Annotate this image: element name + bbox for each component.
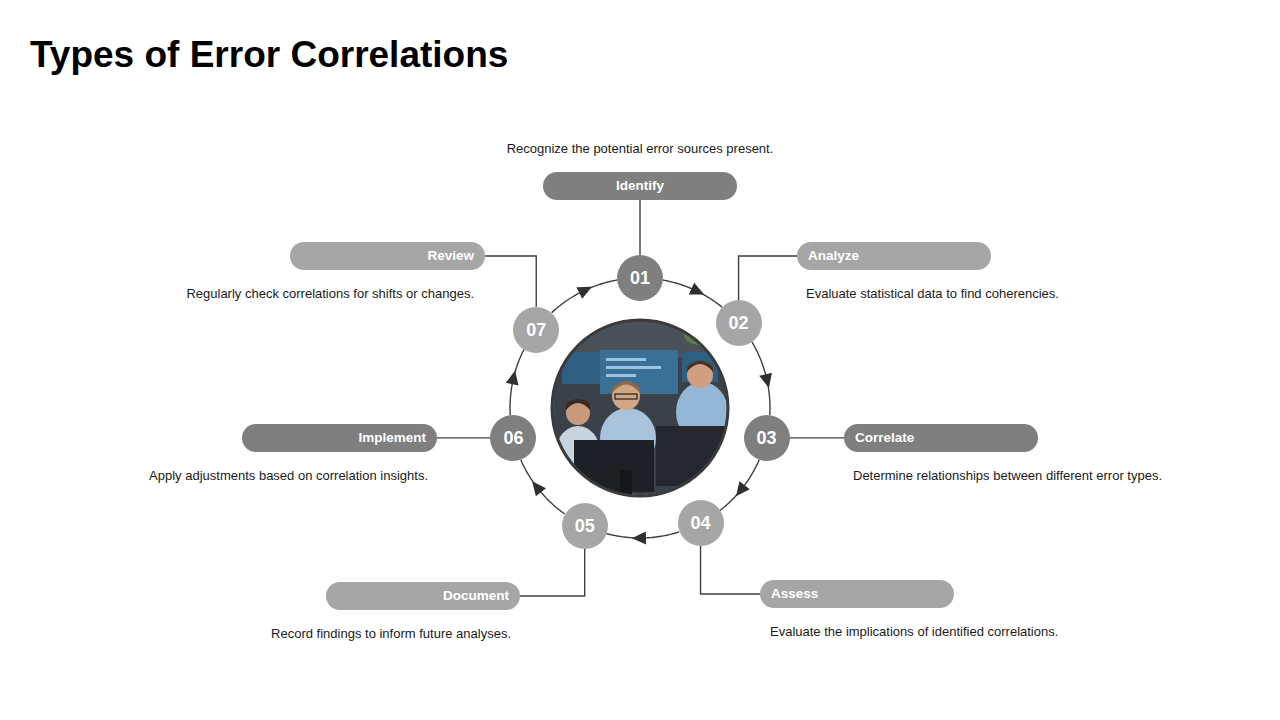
step-description: Evaluate the implications of identified … <box>770 624 1058 640</box>
step-label-pill: AssessEvaluate the implications of ident… <box>760 580 954 608</box>
step-label: Review <box>290 242 485 270</box>
connector-line <box>739 256 797 300</box>
step-number-circle: 03 <box>744 415 790 461</box>
connector <box>506 349 524 415</box>
connector <box>752 342 772 415</box>
person-hair <box>612 381 640 393</box>
step-label: Assess <box>760 580 954 608</box>
code-line <box>606 366 661 369</box>
arrow-head <box>506 370 519 385</box>
connector <box>520 549 585 596</box>
connector <box>739 256 797 300</box>
step-description: Regularly check correlations for shifts … <box>186 286 474 302</box>
code-line <box>606 374 636 377</box>
team-photo <box>550 318 730 500</box>
arrow-head <box>576 287 591 299</box>
person-head <box>612 382 640 410</box>
arrow-head <box>689 283 704 295</box>
connector <box>521 460 565 514</box>
connector-line <box>790 437 844 438</box>
connector-line <box>552 280 617 313</box>
step-label: Document <box>326 582 520 610</box>
connector-line <box>720 460 759 511</box>
back-monitor <box>600 350 678 394</box>
step-label-pill: ImplementApply adjustments based on corr… <box>242 424 437 452</box>
connector <box>720 460 759 511</box>
front-monitor <box>574 440 654 492</box>
connector <box>663 280 722 307</box>
photo-frame <box>552 320 728 496</box>
arrow-head <box>532 481 546 496</box>
step-label: Analyze <box>797 242 991 270</box>
step-number-circle: 06 <box>490 415 536 461</box>
step-label: Identify <box>543 172 737 200</box>
step-label: Implement <box>242 424 437 452</box>
connector-line <box>437 437 490 438</box>
step-number-circle: 02 <box>716 300 762 346</box>
step-description: Recognize the potential error sources pr… <box>443 141 837 157</box>
step-label-pill: IdentifyRecognize the potential error so… <box>543 172 737 200</box>
connector-line <box>521 460 565 514</box>
step-label-pill: DocumentRecord findings to inform future… <box>326 582 520 610</box>
arrow-head <box>759 373 772 388</box>
person-hair <box>687 361 713 373</box>
connector <box>790 437 844 438</box>
connector-line <box>701 546 760 594</box>
step-number: 02 <box>716 300 762 346</box>
step-number: 06 <box>490 415 536 461</box>
connector <box>701 546 760 594</box>
connector-line <box>639 200 640 255</box>
step-description: Determine relationships between differen… <box>853 468 1162 484</box>
connector <box>485 256 536 307</box>
step-description: Evaluate statistical data to find cohere… <box>806 286 1059 302</box>
step-label-pill: AnalyzeEvaluate statistical data to find… <box>797 242 991 270</box>
slide-title: Types of Error Correlations <box>30 34 508 76</box>
person-hair <box>566 399 590 410</box>
connector <box>552 280 617 313</box>
step-label-pill: CorrelateDetermine relationships between… <box>844 424 1038 452</box>
step-label: Correlate <box>844 424 1038 452</box>
step-number: 03 <box>744 415 790 461</box>
connector-line <box>485 256 536 307</box>
connector-line <box>520 549 585 596</box>
step-number: 04 <box>678 500 724 546</box>
connector <box>437 437 490 438</box>
step-description: Record findings to inform future analyse… <box>271 626 511 642</box>
step-number-circle: 01 <box>617 255 663 301</box>
step-number-circle: 07 <box>513 307 559 353</box>
step-label-pill: ReviewRegularly check correlations for s… <box>290 242 485 270</box>
arrow-head <box>632 531 646 544</box>
connector <box>640 200 641 255</box>
step-number: 07 <box>513 307 559 353</box>
photo-background <box>550 318 730 498</box>
glasses <box>615 394 637 399</box>
step-number: 01 <box>617 255 663 301</box>
code-line <box>606 358 646 361</box>
arrow-head <box>736 481 750 496</box>
step-number-circle: 04 <box>678 500 724 546</box>
step-description: Apply adjustments based on correlation i… <box>149 468 428 484</box>
step-number: 05 <box>562 503 608 549</box>
step-number-circle: 05 <box>562 503 608 549</box>
connector <box>606 531 679 544</box>
connector-line <box>663 280 722 307</box>
